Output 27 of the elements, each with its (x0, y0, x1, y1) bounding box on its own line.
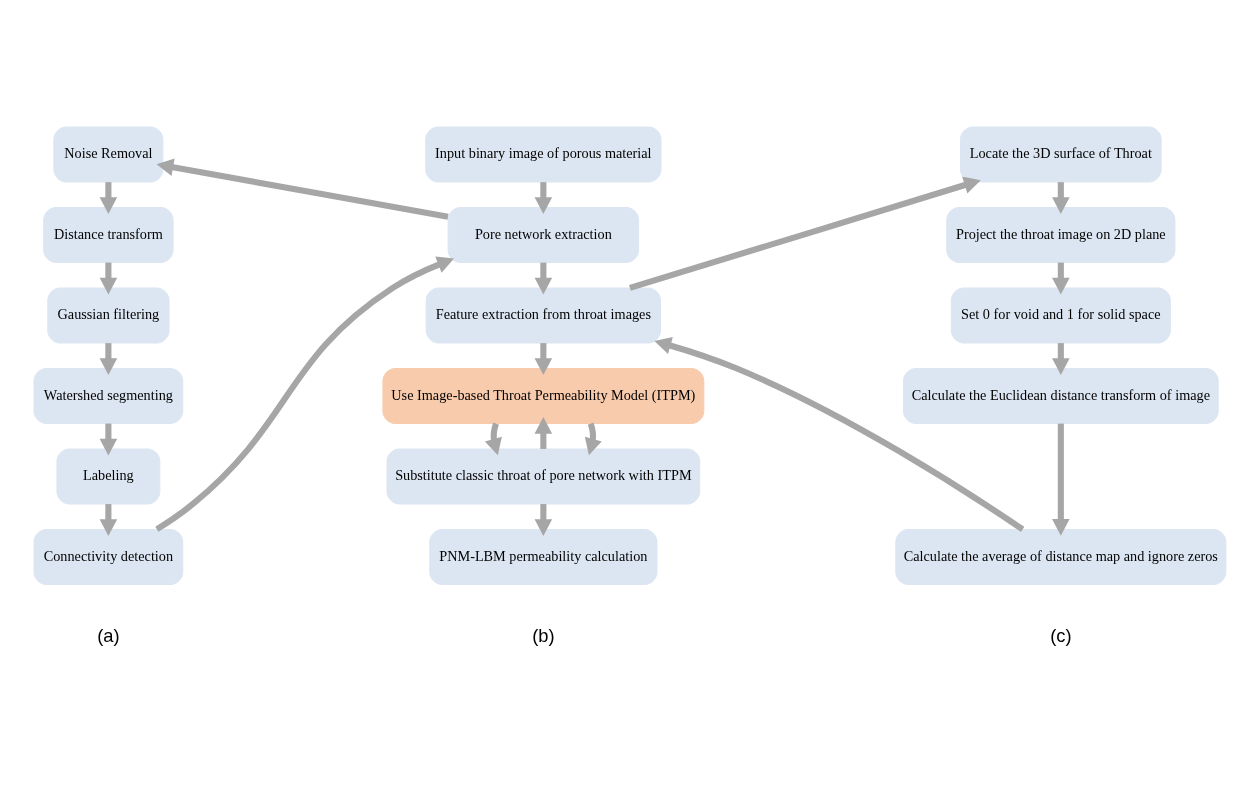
node-box: Gaussian filtering (47, 287, 170, 344)
node-box: Labeling (56, 448, 161, 505)
node-box: Feature extraction from throat images (425, 287, 661, 344)
node-box: PNM-LBM permeability calculation (429, 528, 658, 585)
arrow (654, 337, 1025, 532)
node-box: Distance transform (43, 207, 174, 264)
label: (c) (1050, 624, 1072, 646)
node-box: Locate the 3D surface of Throat (960, 126, 1162, 183)
node-box: Calculate the Euclidean distance transform of image (902, 368, 1219, 424)
node-box: Noise Removal (53, 126, 164, 183)
label: (a) (97, 624, 120, 646)
node-box: Connectivity detection (33, 528, 184, 585)
arrow (484, 422, 502, 456)
node-box: Calculate the average of distance map and ignore zeros (895, 528, 1227, 585)
arrow (629, 176, 981, 291)
arrow (156, 158, 449, 220)
arrow (155, 256, 455, 532)
node-box: Set 0 for void and 1 for solid space (950, 287, 1171, 344)
node-box: Watershed segmenting (33, 368, 184, 424)
arrow (584, 422, 602, 456)
node-box: Project the throat image on 2D plane (946, 207, 1176, 264)
label: (b) (532, 624, 555, 646)
arrow (1052, 423, 1070, 536)
node-box: Substitute classic throat of pore network with ITPM (386, 448, 701, 505)
node-box: Use Image-based Throat Permeability Model (ITPM) (382, 368, 705, 424)
node-box: Pore network extraction (447, 207, 640, 264)
node-box: Input binary image of porous material (425, 126, 662, 183)
